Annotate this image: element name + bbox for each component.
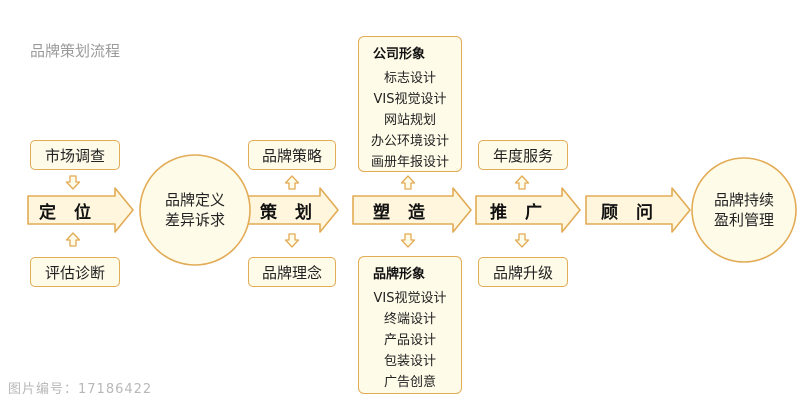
small-arrow-down-icon (514, 233, 530, 248)
stage-label-shaping: 塑 造 (373, 202, 431, 223)
list-brand-image: 品牌形象 VIS视觉设计 终端设计 产品设计 包装设计 广告创意 (358, 256, 462, 394)
company-image-item: 办公环境设计 (370, 134, 449, 149)
circle-left-line-2: 差异诉求 (164, 211, 225, 229)
circle-left-line-1: 品牌定义 (164, 191, 225, 209)
stage-label-promotion: 推 广 (490, 202, 548, 223)
brand-image-item: 包装设计 (383, 354, 436, 369)
small-arrow-down-icon (284, 233, 300, 248)
small-arrow-down-icon (400, 233, 416, 248)
company-image-item: 标志设计 (383, 71, 436, 86)
circle-right-line-2: 盈利管理 (713, 211, 774, 229)
company-image-item: 网站规划 (383, 113, 436, 128)
box-brand-upgrade: 品牌升级 (478, 257, 568, 287)
box-annual-service: 年度服务 (478, 140, 568, 170)
circle-right-line-1: 品牌持续 (713, 191, 774, 209)
small-arrow-up-icon (284, 175, 300, 190)
brand-image-heading: 品牌形象 (373, 267, 426, 282)
small-arrow-up-icon (400, 175, 416, 190)
box-brand-strategy: 品牌策略 (248, 140, 336, 170)
brand-image-item: 广告创意 (383, 375, 436, 390)
small-arrow-up-icon (514, 175, 530, 190)
box-brand-concept: 品牌理念 (248, 257, 336, 287)
brand-image-item: 终端设计 (383, 312, 436, 327)
company-image-heading: 公司形象 (373, 47, 426, 62)
circle-brand-definition: 品牌定义 差异诉求 (140, 175, 250, 245)
circle-left-shape (139, 154, 251, 266)
brand-image-item: 产品设计 (383, 333, 436, 348)
company-image-item: VIS视觉设计 (373, 92, 447, 107)
stage-label-consulting: 顾 问 (601, 202, 659, 223)
small-arrow-up-icon (65, 232, 81, 247)
box-assessment-diagnosis: 评估诊断 (30, 257, 120, 287)
circle-right-shape (691, 157, 797, 263)
diagram-title: 品牌策划流程 (30, 42, 121, 60)
stage-arrow-planning (245, 187, 339, 233)
circle-continuous-management: 品牌持续 盈利管理 (692, 175, 796, 245)
company-image-item: 画册年报设计 (370, 155, 449, 170)
stage-arrow-consulting (585, 187, 691, 233)
stage-label-positioning: 定 位 (39, 202, 97, 223)
small-arrow-down-icon (65, 175, 81, 190)
stage-label-planning: 策 划 (260, 202, 318, 223)
box-market-research: 市场调查 (30, 140, 120, 170)
stage-arrow-promotion (475, 187, 581, 233)
stage-arrow-shaping (352, 187, 472, 233)
image-number-watermark: 图片编号：17186422 (8, 382, 153, 397)
list-company-image: 公司形象 标志设计 VIS视觉设计 网站规划 办公环境设计 画册年报设计 (358, 36, 462, 172)
brand-image-item: VIS视觉设计 (373, 291, 447, 306)
stage-arrow-positioning (27, 187, 134, 233)
